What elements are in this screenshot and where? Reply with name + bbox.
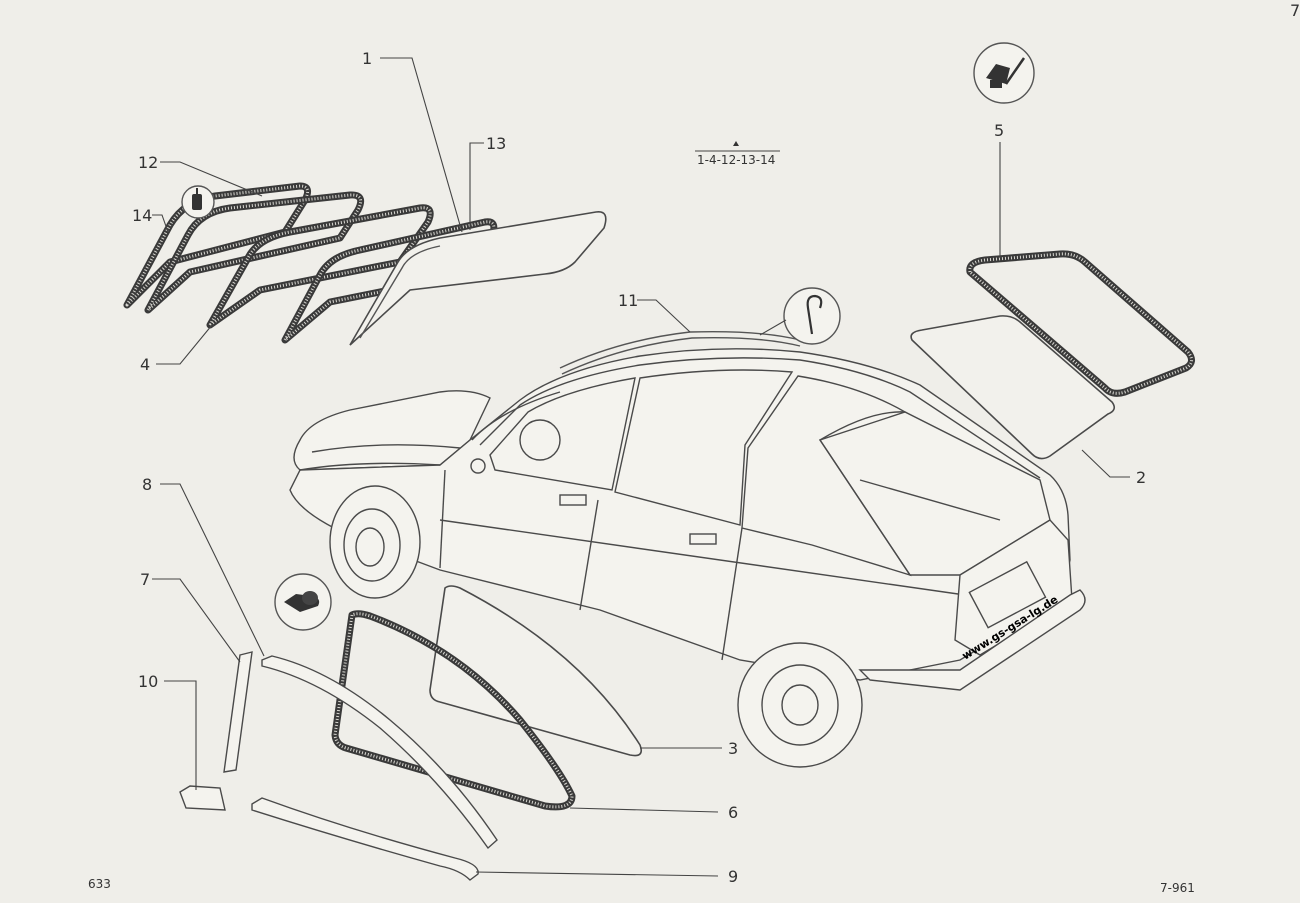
callout-11: 11 bbox=[618, 291, 638, 310]
callout-1: 1 bbox=[362, 49, 372, 68]
callout-labels: 1 2 3 4 5 6 7 8 9 10 11 12 13 14 bbox=[132, 49, 1146, 886]
callout-14: 14 bbox=[132, 206, 152, 225]
channel-9 bbox=[251, 797, 479, 881]
strip-7 bbox=[223, 651, 253, 773]
cartridge-gun-icon bbox=[973, 42, 1035, 104]
callout-10: 10 bbox=[138, 672, 158, 691]
callout-3: 3 bbox=[728, 739, 738, 758]
door-glass bbox=[429, 585, 643, 757]
car-body bbox=[289, 348, 1086, 768]
figure-code: 7-961 bbox=[1160, 881, 1195, 895]
callout-9: 9 bbox=[728, 867, 738, 886]
callout-8: 8 bbox=[142, 475, 152, 494]
callout-4: 4 bbox=[140, 355, 150, 374]
page-number: 633 bbox=[88, 877, 111, 891]
corner-mark: 7 bbox=[1290, 1, 1300, 20]
channel-8 bbox=[261, 655, 498, 850]
callout-7: 7 bbox=[140, 570, 150, 589]
windscreen-seal-group bbox=[123, 182, 607, 346]
hook-tool-icon bbox=[783, 287, 841, 345]
callout-13: 13 bbox=[486, 134, 506, 153]
clip-10 bbox=[179, 785, 226, 811]
top-note-text: 1-4-12-13-14 bbox=[697, 153, 775, 167]
door-seal bbox=[331, 610, 576, 811]
rear-window-seal bbox=[966, 250, 1195, 397]
leader-lines bbox=[152, 57, 1130, 877]
callout-12: 12 bbox=[138, 153, 158, 172]
sealant-tube-icon bbox=[181, 185, 215, 219]
glue-bottle-icon bbox=[274, 573, 332, 631]
callout-6: 6 bbox=[728, 803, 738, 822]
rear-glass bbox=[910, 315, 1116, 460]
callout-2: 2 bbox=[1136, 468, 1146, 487]
top-note: 1-4-12-13-14 bbox=[695, 141, 780, 167]
callout-5: 5 bbox=[994, 121, 1004, 140]
